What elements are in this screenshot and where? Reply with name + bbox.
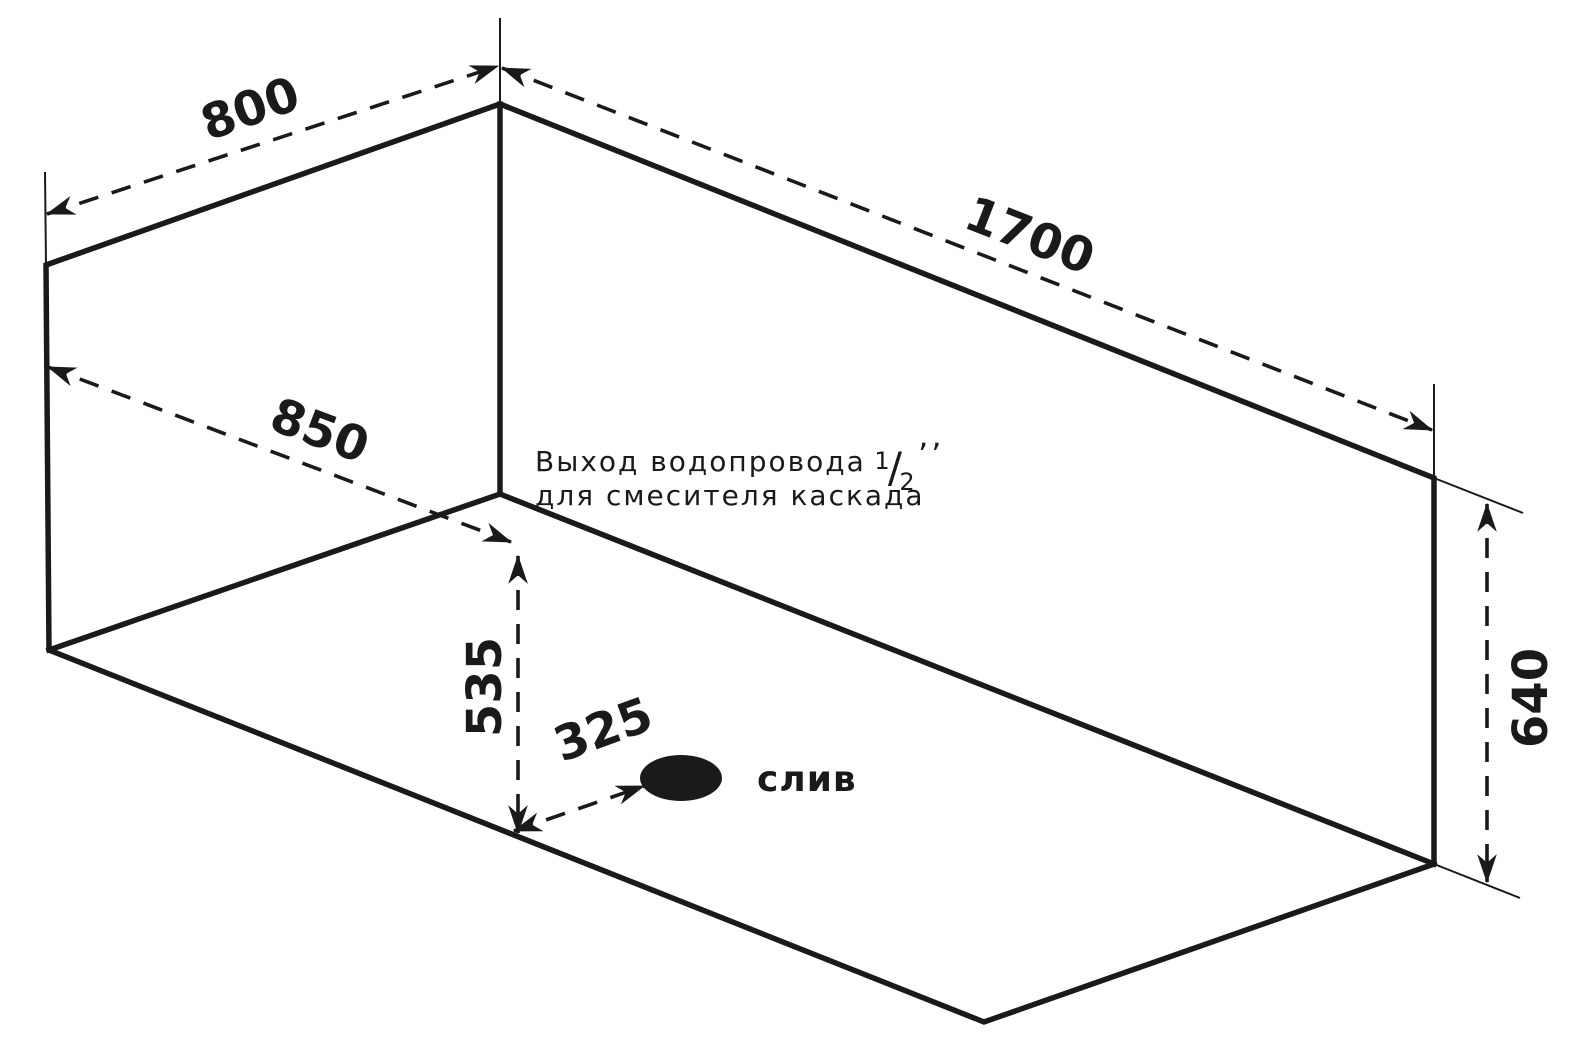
annotation-line1: Выход водопровода <box>535 445 866 478</box>
dimension-line-1700 <box>500 66 1434 432</box>
dimension-label-1700: 1700 <box>957 186 1102 287</box>
fraction-denominator: 2 <box>899 468 914 496</box>
dimension-label-640: 640 <box>1503 648 1559 748</box>
dimension-line-800 <box>45 64 500 216</box>
dimension-label-800: 800 <box>194 66 307 152</box>
dimension-label-535: 535 <box>457 637 513 737</box>
drain-label: слив <box>757 759 857 800</box>
extension-line-640-top <box>1433 477 1524 514</box>
dimension-line-850 <box>46 365 513 544</box>
fraction-numerator: 1 <box>874 447 889 475</box>
dimension-label-325: 325 <box>547 686 660 773</box>
extension-line-left <box>44 171 47 266</box>
inch-marks: ’’ <box>918 436 944 474</box>
dimension-label-850: 850 <box>263 387 377 475</box>
dimension-line-325 <box>512 784 646 833</box>
extension-line-640-bottom <box>1433 863 1521 899</box>
annotation-line2: для смесителя каскада <box>535 479 925 512</box>
fraction-slash: / <box>888 443 903 492</box>
drain-hole <box>640 755 722 801</box>
tub-outline <box>43 101 1437 1025</box>
